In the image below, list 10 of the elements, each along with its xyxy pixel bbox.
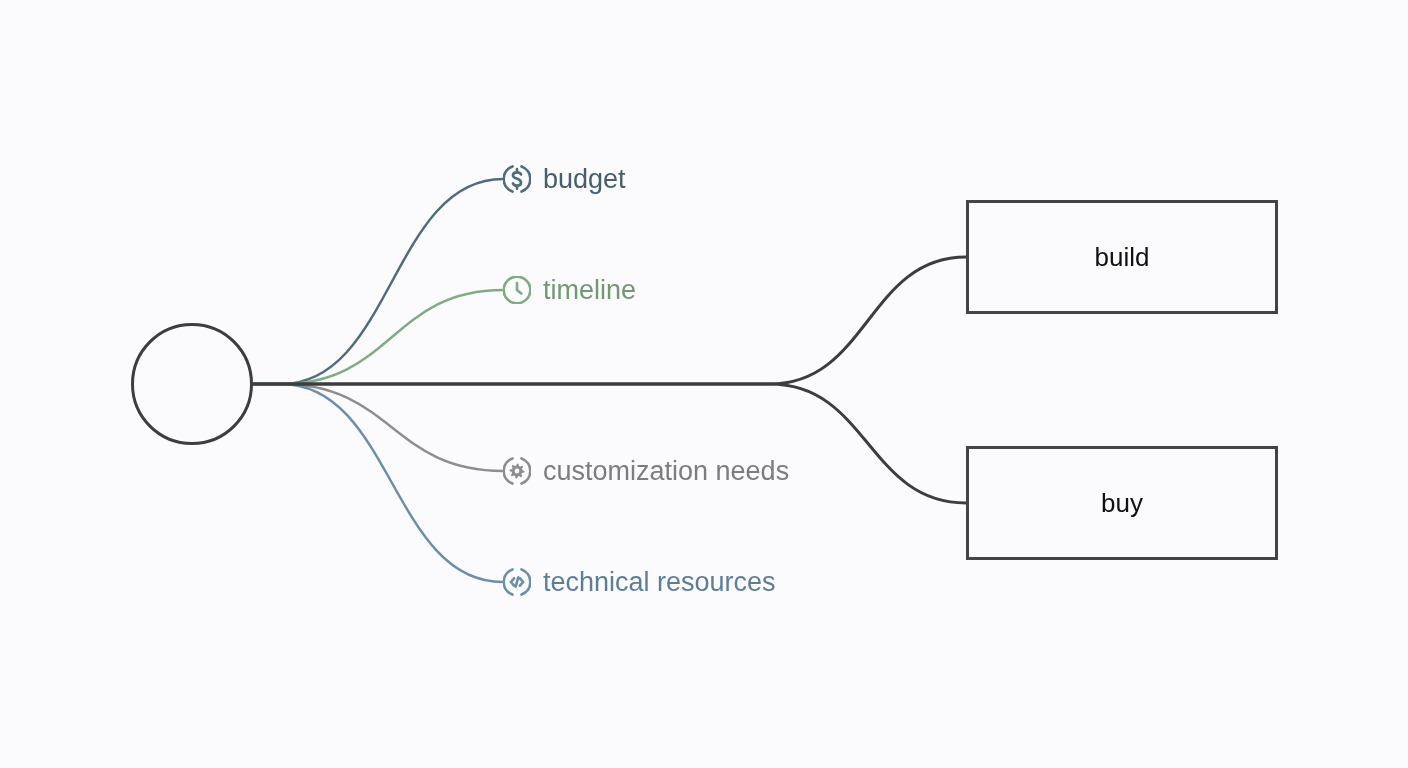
circle-node [131, 323, 253, 445]
branch-line [253, 382, 967, 505]
option-label: buy [1101, 487, 1143, 519]
factor-label: customization needs [543, 455, 790, 487]
option-box [966, 200, 1278, 314]
factor-label: budget [543, 163, 626, 195]
factor-label: technical resources [543, 566, 776, 598]
option-box [966, 446, 1278, 560]
factor-label: timeline [543, 274, 637, 306]
option-label: build [1094, 241, 1150, 273]
